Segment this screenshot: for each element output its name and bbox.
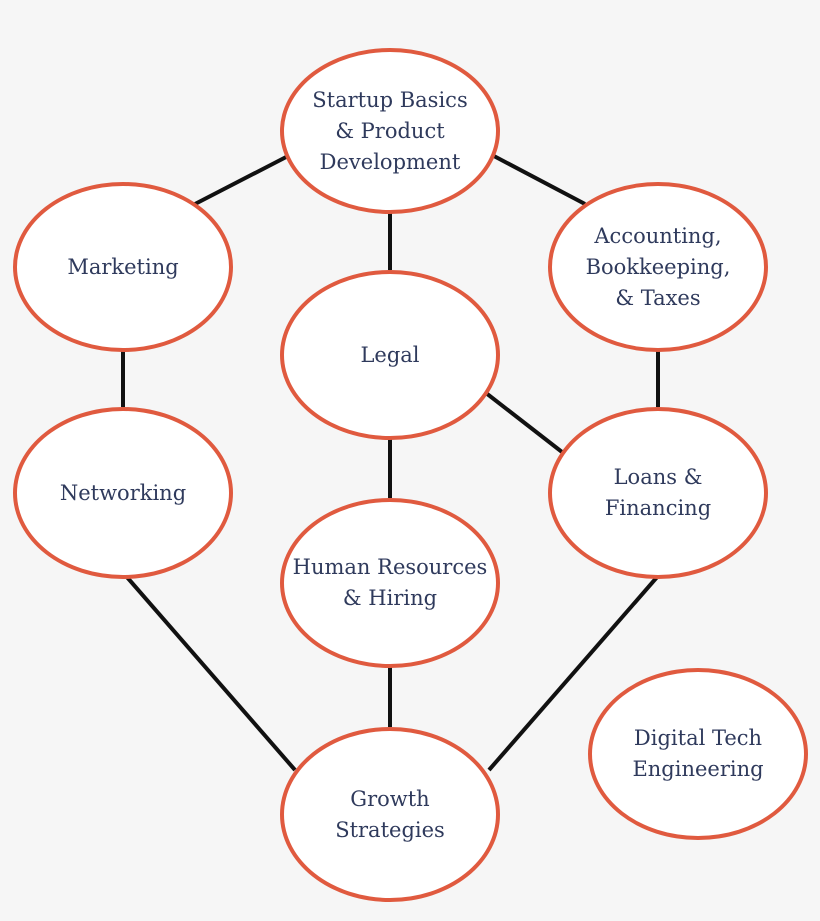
node-label-line: & Product xyxy=(335,118,445,143)
node-label-line: Growth xyxy=(350,786,430,811)
node-marketing[interactable]: Marketing xyxy=(13,182,233,352)
node-label-line: Engineering xyxy=(632,757,764,781)
node-label-networking: Networking xyxy=(60,478,186,509)
node-networking[interactable]: Networking xyxy=(13,407,233,579)
node-label-line: Loans & xyxy=(613,465,703,489)
edge-loans-growth xyxy=(487,574,660,772)
node-label-line: Startup Basics xyxy=(312,87,468,112)
node-label-line: Strategies xyxy=(335,817,445,842)
edge-startup-marketing xyxy=(194,153,291,206)
node-legal[interactable]: Legal xyxy=(280,270,500,440)
node-label-human-resources: Human Resources & Hiring xyxy=(293,552,488,614)
edge-startup-accounting xyxy=(491,153,586,206)
node-label-digital-tech: Digital Tech Engineering xyxy=(632,723,763,785)
node-label-legal: Legal xyxy=(360,340,419,371)
node-loans-financing[interactable]: Loans & Financing xyxy=(548,407,768,579)
node-label-accounting: Accounting, Bookkeeping, & Taxes xyxy=(586,221,731,314)
edge-legal-loans xyxy=(484,391,564,454)
node-label-line: Networking xyxy=(59,480,187,505)
node-label-line: & Hiring xyxy=(342,586,438,610)
node-label-line: Development xyxy=(319,149,461,174)
node-label-growth-strategies: Growth Strategies xyxy=(335,784,445,846)
edge-networking-growth xyxy=(124,574,297,772)
node-label-line: Financing xyxy=(604,496,712,520)
node-human-resources[interactable]: Human Resources & Hiring xyxy=(280,498,500,668)
node-growth-strategies[interactable]: Growth Strategies xyxy=(280,727,500,902)
node-label-loans-financing: Loans & Financing xyxy=(605,462,711,524)
node-digital-tech[interactable]: Digital Tech Engineering xyxy=(588,668,808,840)
node-label-line: Digital Tech xyxy=(633,726,763,750)
node-label-line: Legal xyxy=(360,342,420,367)
node-startup-basics[interactable]: Startup Basics & Product Development xyxy=(280,48,500,214)
node-accounting[interactable]: Accounting, Bookkeeping, & Taxes xyxy=(548,182,768,352)
node-label-line: Bookkeeping, xyxy=(585,254,731,279)
node-label-line: Marketing xyxy=(67,254,179,279)
node-label-line: & Taxes xyxy=(615,285,701,310)
node-label-startup-basics: Startup Basics & Product Development xyxy=(312,85,467,178)
node-label-line: Accounting, xyxy=(594,223,722,248)
node-label-marketing: Marketing xyxy=(67,252,178,283)
node-label-line: Human Resources xyxy=(292,555,488,579)
